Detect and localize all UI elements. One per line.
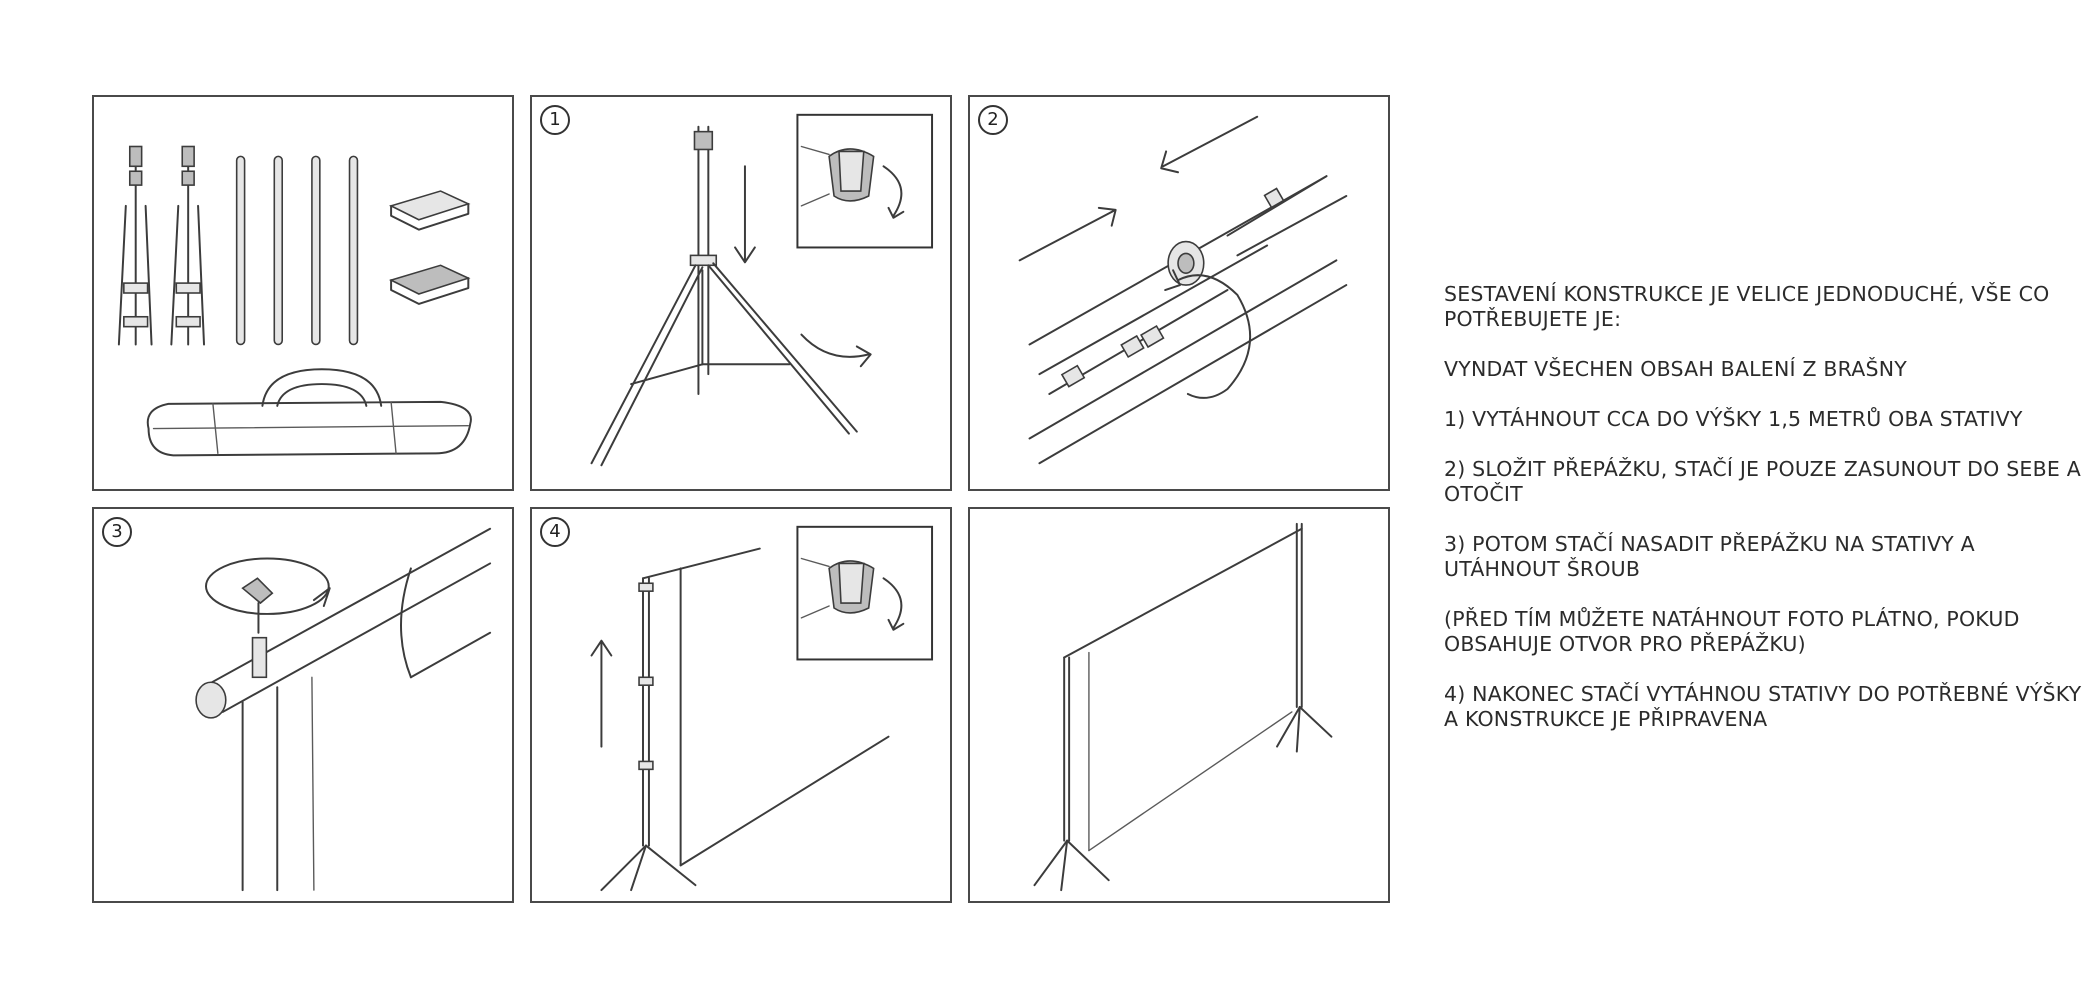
clamp-icon: [388, 264, 471, 305]
backdrop-frame-icon: [600, 547, 890, 892]
instructions-text: SESTAVENÍ KONSTRUKCE JE VELICE JEDNODUCH…: [1444, 282, 2084, 757]
clamp-icon: [388, 190, 471, 231]
arrow-right-icon: [1018, 206, 1117, 262]
panel-step-3: 3: [92, 507, 514, 903]
crossbar-rod-icon: [348, 155, 359, 346]
crossbar-rod-icon: [273, 155, 284, 346]
crossbar-tubes-icon: [1028, 175, 1348, 465]
backdrop-frame-icon: [1033, 522, 1333, 892]
instructions-step-4: 4) NAKONEC STAČÍ VYTÁHNOU STATIVY DO POT…: [1444, 682, 2082, 731]
rotate-arrow-icon: [1164, 269, 1252, 399]
instructions-unpack: VYNDAT VŠECHEN OBSAH BALENÍ Z BRAŠNY: [1444, 357, 1907, 381]
panel-step-2: 2: [968, 95, 1390, 491]
knob-detail-icon: [796, 113, 934, 249]
step-2-illustration: [1018, 115, 1348, 465]
step-number-badge: 3: [102, 517, 132, 547]
rotate-arrow-icon: [800, 333, 872, 368]
step-number-badge: 4: [540, 517, 570, 547]
instructions-note: (PŘED TÍM MŮŽETE NATÁHNOUT FOTO PLÁTNO, …: [1444, 607, 2020, 656]
step-1-illustration: [590, 113, 934, 467]
thumbscrew-icon: [241, 577, 274, 634]
instructions-step-3: 3) POTOM STAČÍ NASADIT PŘEPÁŽKU NA STATI…: [1444, 532, 1975, 581]
tripod-stand-icon: [117, 145, 153, 346]
carry-bag-icon: [146, 368, 472, 457]
crossbar-rod-icon: [311, 155, 321, 346]
tripod-stand-icon: [170, 145, 206, 346]
arrow-down-icon: [734, 165, 756, 264]
panel-finished: [968, 507, 1390, 903]
knob-detail-icon: [796, 525, 934, 661]
crossbar-on-stand-icon: [195, 527, 492, 892]
step-4-illustration: [590, 525, 934, 892]
panel-step-1: 1: [530, 95, 952, 491]
arrow-up-icon: [590, 639, 613, 748]
instructions-step-1: 1) VYTÁHNOUT CCA DO VÝŠKY 1,5 METRŮ OBA …: [1444, 407, 2023, 431]
step-number-badge: 2: [978, 105, 1008, 135]
instructions-intro: SESTAVENÍ KONSTRUKCE JE VELICE JEDNODUCH…: [1444, 282, 2050, 331]
crossbar-rod-icon: [235, 155, 246, 346]
step-3-illustration: [195, 527, 492, 892]
panel-package-contents: [92, 95, 514, 491]
panel-step-4: 4: [530, 507, 952, 903]
package-contents-illustration: [117, 145, 472, 457]
rotate-arrow-icon: [205, 557, 331, 615]
arrow-left-icon: [1160, 115, 1259, 174]
tripod-stand-icon: [590, 125, 858, 467]
step-number-badge: 1: [540, 105, 570, 135]
instructions-step-2: 2) SLOŽIT PŘEPÁŽKU, STAČÍ JE POUZE ZASUN…: [1444, 457, 2081, 506]
finished-backdrop-illustration: [1033, 522, 1333, 892]
